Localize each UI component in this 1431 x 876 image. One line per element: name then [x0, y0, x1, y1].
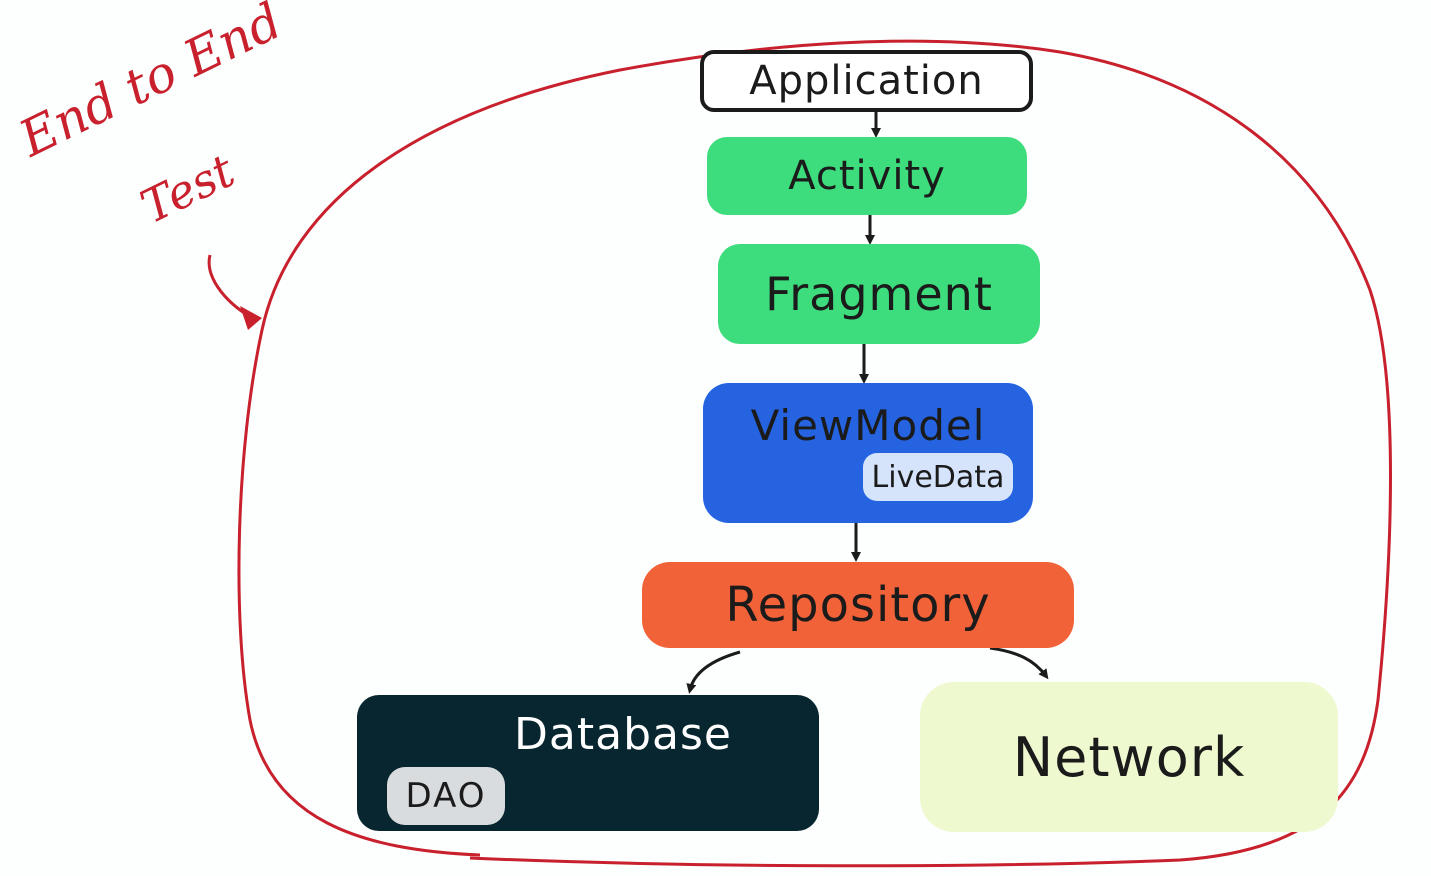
viewmodel-label: ViewModel	[750, 401, 986, 450]
caption-line-2: Test	[132, 143, 243, 234]
caption-pointer-arrow	[207, 254, 253, 320]
livedata-badge: LiveData	[863, 453, 1013, 501]
fragment-label: Fragment	[765, 267, 993, 321]
application-node: Application	[700, 50, 1033, 112]
viewmodel-node: ViewModel LiveData	[703, 383, 1033, 523]
edge-repository-database	[686, 650, 741, 694]
repository-label: Repository	[725, 577, 991, 633]
fragment-node: Fragment	[718, 244, 1040, 344]
activity-label: Activity	[788, 153, 946, 199]
end-to-end-boundary	[237, 39, 1392, 868]
livedata-label: LiveData	[871, 459, 1005, 495]
database-node: Database DAO	[357, 695, 819, 831]
repository-node: Repository	[642, 562, 1074, 648]
database-label: Database	[514, 709, 732, 760]
dao-badge: DAO	[387, 767, 505, 825]
network-node: Network	[920, 682, 1338, 832]
caption-pointer-arrowhead	[240, 306, 262, 330]
activity-node: Activity	[707, 137, 1027, 215]
dao-label: DAO	[405, 776, 487, 816]
network-label: Network	[1012, 725, 1246, 789]
edge-repository-network	[989, 646, 1049, 680]
end-to-end-test-caption: End to End Test	[11, 0, 366, 250]
application-label: Application	[749, 58, 984, 104]
